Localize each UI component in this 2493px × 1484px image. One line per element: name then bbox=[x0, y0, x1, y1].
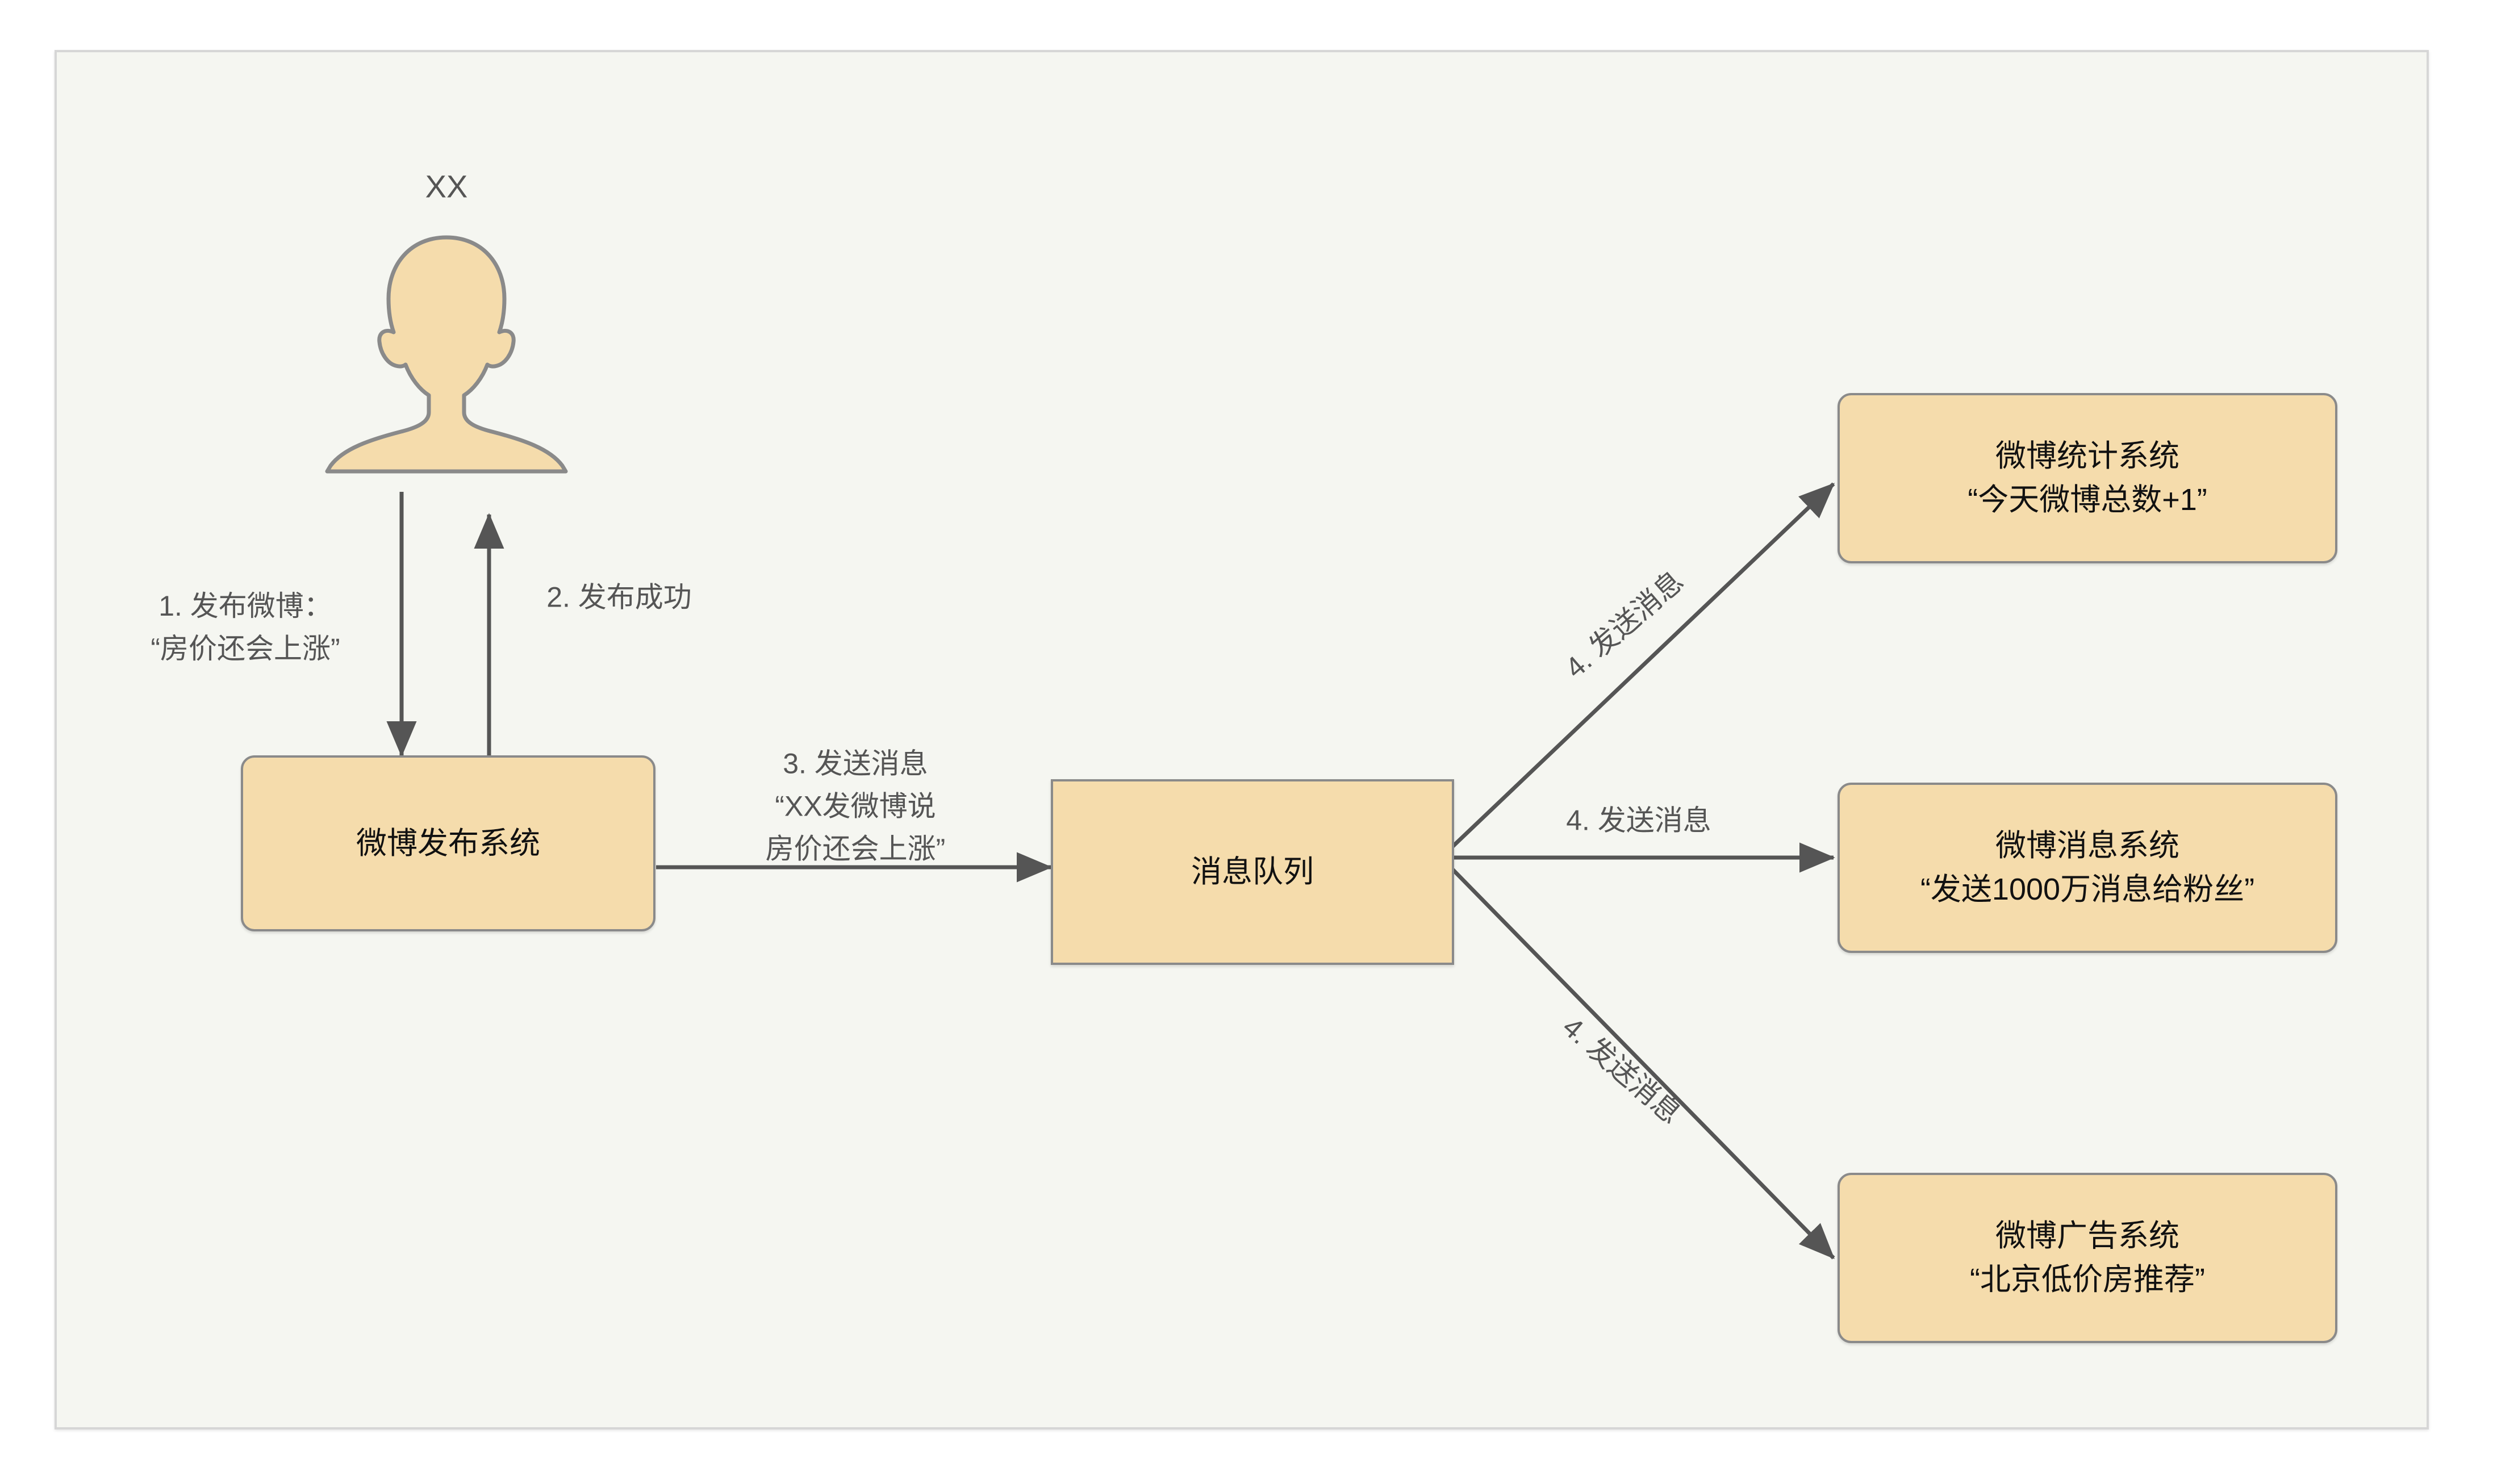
node-message-system[interactable]: 微博消息系统 “发送1000万消息给粉丝” bbox=[1838, 783, 2337, 953]
node-stats-system-title: 微博统计系统 bbox=[1995, 439, 2179, 474]
edge-label-step1-line1: 1. 发布微博： bbox=[158, 590, 332, 622]
edge-label-step2-line1: 2. 发布成功 bbox=[546, 581, 692, 613]
node-message-system-detail: “发送1000万消息给粉丝” bbox=[1920, 872, 2255, 906]
node-message-system-title: 微博消息系统 bbox=[1995, 829, 2179, 863]
node-publish-system[interactable]: 微博发布系统 bbox=[241, 755, 655, 931]
node-stats-system-detail: “今天微博总数+1” bbox=[1968, 483, 2207, 517]
node-stats-system[interactable]: 微博统计系统 “今天微博总数+1” bbox=[1838, 393, 2337, 563]
node-ad-system[interactable]: 微博广告系统 “北京低价房推荐” bbox=[1838, 1173, 2337, 1343]
edge-label-step3: 3. 发送消息 “XX发微博说 房价还会上涨” bbox=[766, 743, 946, 871]
edge-label-step3-line1: 3. 发送消息 bbox=[783, 747, 928, 780]
edge-label-step4-mid: 4. 发送消息 bbox=[1566, 800, 1711, 842]
edge-label-step3-line3: 房价还会上涨” bbox=[765, 833, 946, 865]
edge-label-step1: 1. 发布微博： “房价还会上涨” bbox=[151, 585, 340, 670]
edge-label-step1-line2: “房价还会上涨” bbox=[151, 633, 340, 664]
actor-name-label: XX bbox=[425, 168, 468, 204]
node-ad-system-title: 微博广告系统 bbox=[1995, 1219, 2179, 1253]
user-avatar-icon bbox=[316, 232, 577, 477]
edge-label-step4-mid-line1: 4. 发送消息 bbox=[1566, 804, 1711, 837]
node-publish-system-label: 微博发布系统 bbox=[356, 826, 540, 860]
node-message-queue[interactable]: 消息队列 bbox=[1051, 779, 1454, 965]
edge-label-step3-line2: “XX发微博说 bbox=[775, 790, 936, 822]
node-message-queue-label: 消息队列 bbox=[1191, 855, 1314, 889]
edge-label-step2: 2. 发布成功 bbox=[546, 576, 692, 619]
node-ad-system-detail: “北京低价房推荐” bbox=[1970, 1263, 2205, 1297]
